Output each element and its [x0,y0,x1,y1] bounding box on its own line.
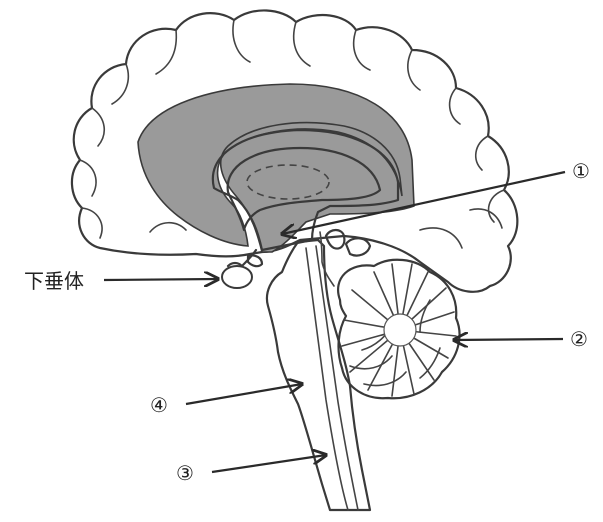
arrow-3 [212,455,326,472]
cerebellum [338,260,459,399]
arrow-4 [186,384,302,404]
arrow-pituitary [104,279,218,280]
brain-stem [267,240,370,510]
aqueduct-fold [326,230,344,249]
shaded-region [138,84,414,252]
colliculus [346,238,370,255]
pituitary-gland [222,266,252,288]
arrow-2 [454,339,563,340]
marker-3: ③ [176,461,194,485]
marker-2: ② [570,327,588,351]
marker-4: ④ [150,393,168,417]
marker-1: ① [572,159,590,183]
label-pituitary: 下垂体 [24,269,84,293]
